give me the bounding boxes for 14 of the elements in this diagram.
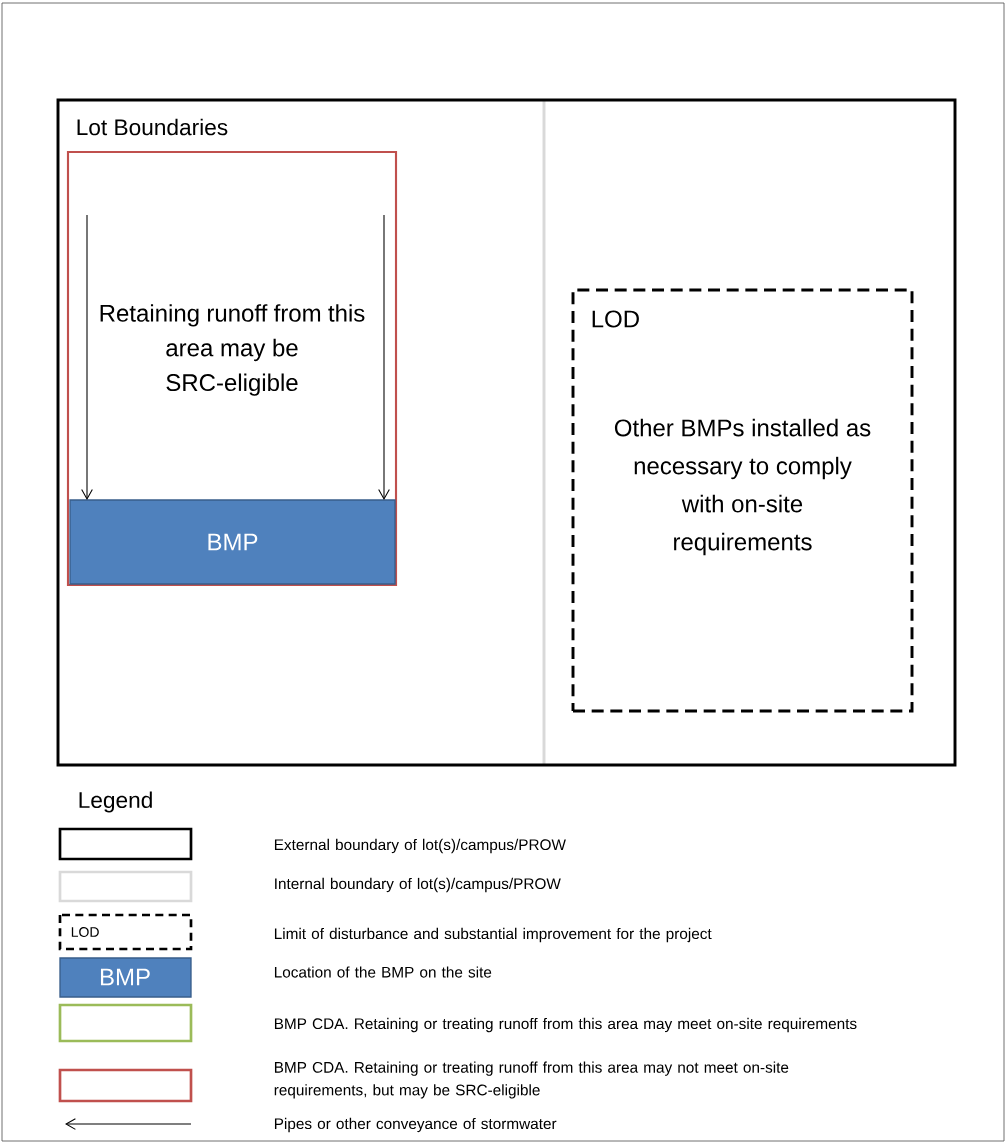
bmp-box: BMP <box>69 499 396 585</box>
swatch-label: LOD <box>71 927 99 937</box>
swatch-label: BMP <box>100 968 150 986</box>
legend-text: Internal boundary of lot(s)/campus/PROW <box>275 877 561 893</box>
legend-text: Pipes or other conveyance of stormwater <box>274 1117 557 1133</box>
arrow <box>378 214 390 500</box>
legend-text: External boundary of lot(s)/campus/PROW <box>274 838 566 854</box>
legend-text: Limit of disturbance and substantial improvement for the project <box>274 927 712 943</box>
legend-text: BMP CDA. Retaining or treating runoff from this area may not meet on-site requirements, but may be SRC-eligible <box>274 1061 789 1099</box>
legend-text: Location of the BMP on the site <box>274 966 492 978</box>
legend-heading: Legend <box>79 791 152 813</box>
legend-text: BMP CDA. Retaining or treating runoff from this area may meet on-site requirements <box>274 1017 857 1033</box>
arrow <box>81 214 93 500</box>
lod-box: LOD Other BMPs installed as necessary to comply with on-site requirements <box>571 288 914 713</box>
